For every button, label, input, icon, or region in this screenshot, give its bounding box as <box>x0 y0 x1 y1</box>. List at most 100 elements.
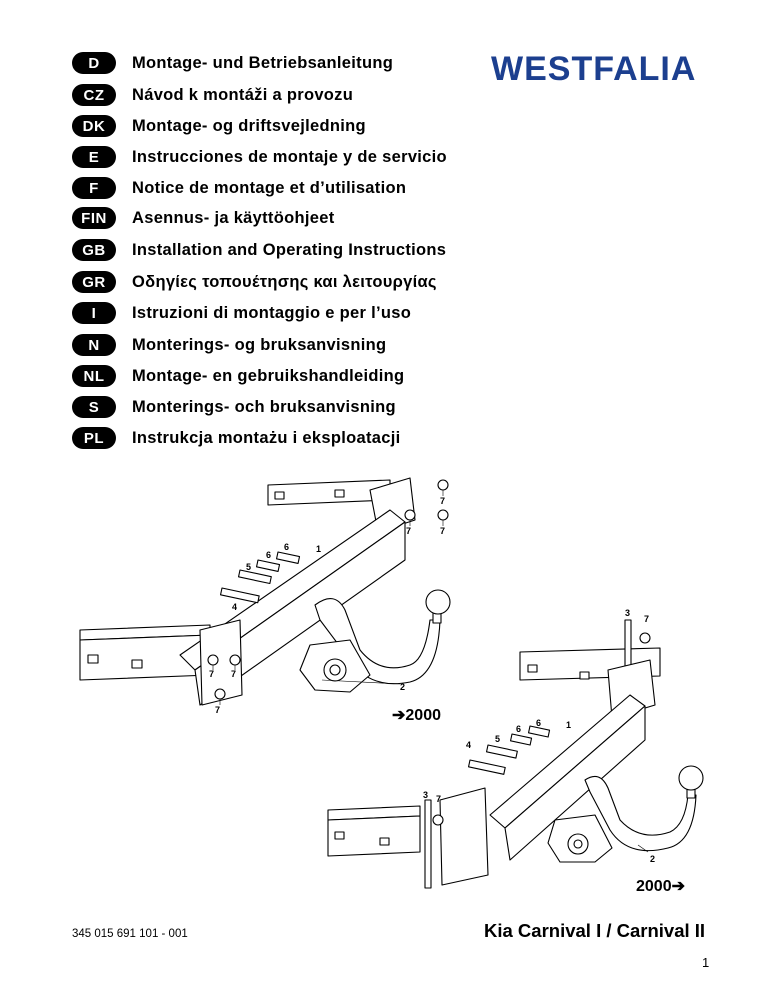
part-label-6: 6 <box>516 724 521 734</box>
part-label-1: 1 <box>316 544 321 554</box>
language-title: Οδηγίες τοπουέτησης και λειτουργίας <box>132 272 437 291</box>
lower-right-rail-clip <box>527 664 538 673</box>
language-badge: I <box>72 302 116 324</box>
language-title: Montage- en gebruikshandleiding <box>132 366 405 385</box>
lower-tow-ball <box>678 765 704 791</box>
language-row-fin: FIN Asennus- ja käyttöohjeet <box>72 207 334 229</box>
page-number: 1 <box>702 955 710 970</box>
part-label-6: 6 <box>536 718 541 728</box>
nut-7 <box>437 479 449 491</box>
part-label-7: 7 <box>644 614 649 624</box>
part-label-3: 3 <box>423 790 428 800</box>
part-label-7: 7 <box>209 669 214 679</box>
document-number: 345 015 691 101 - 001 <box>72 928 188 940</box>
upper-crossbar-front <box>194 521 406 706</box>
language-title: Istruzioni di montaggio e per l’uso <box>132 303 412 322</box>
strap-3-left <box>424 799 432 889</box>
part-label-5: 5 <box>495 734 500 744</box>
upper-tow-ball <box>425 589 451 615</box>
language-row-cz: CZ Návod k montáži a provozu <box>72 84 353 106</box>
nut-7 <box>404 509 416 521</box>
upper-right-rail-clip <box>334 489 345 498</box>
part-label-7: 7 <box>440 496 445 506</box>
upper-left-rail-clip <box>131 659 143 669</box>
language-row-n: N Monterings- og bruksanvisning <box>72 334 386 356</box>
language-badge: S <box>72 396 116 418</box>
bolt-6b <box>275 551 301 564</box>
lower-crossbar-front <box>504 705 646 861</box>
lower-left-rail-clip <box>334 831 345 840</box>
language-row-s: S Monterings- och bruksanvisning <box>72 396 396 418</box>
tow-bar-assembly-drawing: 7 7 7 1 6 6 5 4 7 7 7 2 3 7 1 6 6 5 4 3 … <box>79 477 704 889</box>
language-title: Montage- und Betriebsanleitung <box>132 53 394 72</box>
bolt-6b <box>527 725 551 738</box>
language-row-nl: NL Montage- en gebruikshandleiding <box>72 365 404 387</box>
part-label-4: 4 <box>232 602 237 612</box>
language-badge: GR <box>72 271 116 293</box>
language-badge: E <box>72 146 116 168</box>
language-badge: DK <box>72 115 116 137</box>
upper-left-bracket <box>199 619 243 706</box>
language-title: Installation and Operating Instructions <box>132 240 447 259</box>
part-label-1: 1 <box>566 720 571 730</box>
language-title: Montage- og driftsvejledning <box>132 116 366 135</box>
part-label-6: 6 <box>266 550 271 560</box>
nut-7 <box>214 688 226 700</box>
part-label-2: 2 <box>650 854 655 864</box>
language-badge: FIN <box>72 207 116 229</box>
upper-left-rail-clip <box>87 654 99 664</box>
bolt-5 <box>237 569 272 585</box>
language-badge: GB <box>72 239 116 261</box>
language-badge: NL <box>72 365 116 387</box>
part-label-5: 5 <box>246 562 251 572</box>
part-label-4: 4 <box>466 740 471 750</box>
language-badge: N <box>72 334 116 356</box>
vehicle-model: Kia Carnival I / Carnival II <box>484 920 706 941</box>
lower-socket-center <box>573 839 583 849</box>
language-title: Monterings- og bruksanvisning <box>132 335 387 354</box>
nut-7 <box>639 632 651 644</box>
part-label-7: 7 <box>440 526 445 536</box>
language-row-gb: GB Installation and Operating Instructio… <box>72 239 446 261</box>
nut-7 <box>437 509 449 521</box>
lower-left-rail-side <box>327 815 421 857</box>
upper-socket-center <box>329 664 341 676</box>
part-label-6: 6 <box>284 542 289 552</box>
language-row-i: I Istruzioni di montaggio e per l’uso <box>72 302 411 324</box>
bolt-6 <box>509 733 533 746</box>
part-label-3: 3 <box>625 608 630 618</box>
lower-right-rail-clip <box>579 671 590 680</box>
language-badge: PL <box>72 427 116 449</box>
lower-left-rail-clip <box>379 837 390 846</box>
lower-left-bracket <box>439 787 489 886</box>
model-year-range-lower: 2000➔ <box>636 878 685 895</box>
language-title: Asennus- ja käyttöohjeet <box>132 208 335 227</box>
part-label-7: 7 <box>436 794 441 804</box>
nut-7 <box>229 654 241 666</box>
upper-right-rail-clip <box>274 491 285 500</box>
part-label-7: 7 <box>231 669 236 679</box>
language-title: Návod k montáži a provozu <box>132 85 354 104</box>
language-row-dk: DK Montage- og driftsvejledning <box>72 115 366 137</box>
part-label-7: 7 <box>406 526 411 536</box>
language-row-e: E Instrucciones de montaje y de servicio <box>72 146 447 168</box>
language-title: Instrucciones de montaje y de servicio <box>132 147 447 166</box>
language-row-f: F Notice de montage et d’utilisation <box>72 177 406 199</box>
language-row-pl: PL Instrukcja montażu i eksploatacji <box>72 427 400 449</box>
model-year-range-upper: ➔2000 <box>392 707 441 724</box>
language-title: Notice de montage et d’utilisation <box>132 178 407 197</box>
part-label-7: 7 <box>215 705 220 715</box>
language-badge: F <box>72 177 116 199</box>
part-label-2: 2 <box>400 682 405 692</box>
language-title: Instrukcja montażu i eksploatacji <box>132 428 401 447</box>
bolt-5 <box>485 744 518 759</box>
language-row-gr: GR Οδηγίες τοπουέτησης και λειτουργίας <box>72 271 437 293</box>
nut-7 <box>207 654 219 666</box>
bolt-6 <box>255 559 281 572</box>
nut-7 <box>432 814 444 826</box>
language-title: Monterings- och bruksanvisning <box>132 397 396 416</box>
language-row-d: D Montage- und Betriebsanleitung <box>72 52 393 74</box>
language-badge: D <box>72 52 116 74</box>
bolt-4 <box>219 587 260 604</box>
language-badge: CZ <box>72 84 116 106</box>
